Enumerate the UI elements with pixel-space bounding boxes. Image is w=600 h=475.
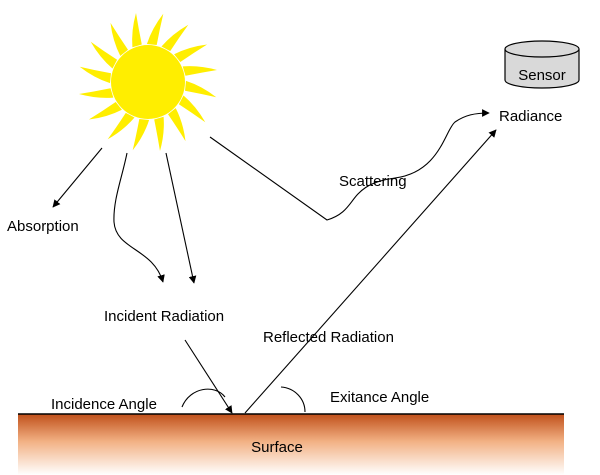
surface-label: Surface <box>251 439 303 456</box>
sun-ray <box>132 119 150 151</box>
sun-ray <box>154 116 164 151</box>
sun-ray <box>79 88 114 98</box>
sun-ray <box>146 13 164 45</box>
sun-ray <box>174 44 208 62</box>
incident-radiation-label: Incident Radiation <box>104 308 224 325</box>
sun-ray <box>182 66 217 76</box>
sun-ray <box>107 112 135 140</box>
sun-icon <box>79 13 217 151</box>
incident-straight-arrow <box>165 152 197 284</box>
absorption-label: Absorption <box>7 218 79 235</box>
sun-ray <box>110 22 128 56</box>
sun-ray <box>161 24 189 52</box>
sun-ray <box>132 13 142 48</box>
incident-curved-arrow <box>113 152 165 283</box>
sun-ray <box>88 102 122 120</box>
sun-ray <box>168 108 186 142</box>
sun-ray <box>79 66 111 84</box>
absorption-arrow <box>52 147 103 208</box>
reflected-radiation-arrow <box>244 129 497 414</box>
sun-ray <box>185 80 217 98</box>
scattering-line <box>209 109 490 221</box>
sensor-label: Sensor <box>518 67 566 84</box>
sun-ray <box>90 41 118 69</box>
radiance-label: Radiance <box>499 108 562 125</box>
surface-incident-arrow <box>184 339 233 414</box>
exitance-angle-label: Exitance Angle <box>330 389 429 406</box>
scattering-label: Scattering <box>339 173 407 190</box>
exitance-angle-arc <box>280 386 306 413</box>
reflected-radiation-label: Reflected Radiation <box>263 329 394 346</box>
surface: Surface <box>18 413 564 475</box>
incidence-angle-arc <box>181 388 226 408</box>
incidence-angle-label: Incidence Angle <box>51 396 157 413</box>
sun-ray <box>178 95 206 123</box>
sensor-cylinder-icon: Sensor <box>504 40 580 89</box>
